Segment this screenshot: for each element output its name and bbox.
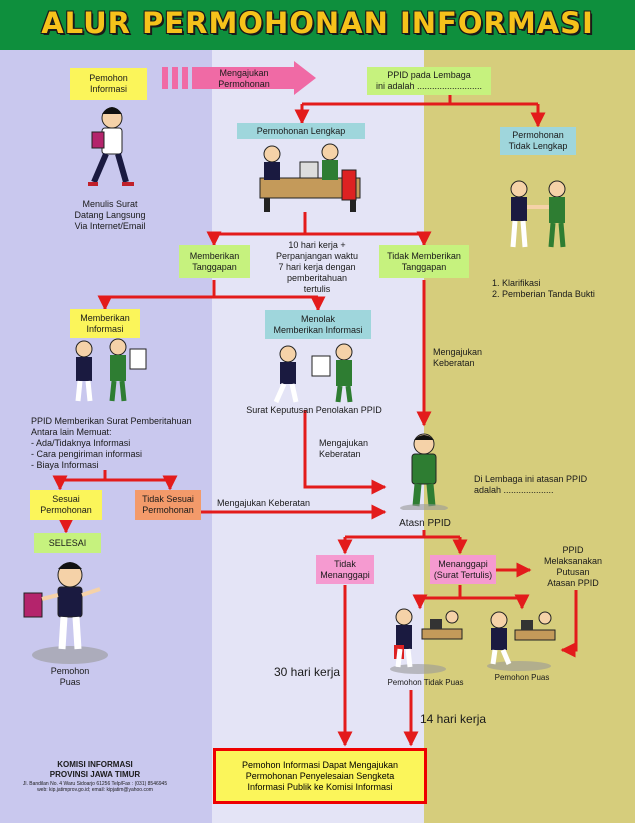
tidak-menanggapi-box: Tidak Menanggapi: [316, 555, 374, 584]
rejecting-icon: [273, 343, 353, 404]
header-bar: [0, 0, 635, 50]
permohonan-lengkap-box: Permohonan Lengkap: [237, 123, 365, 139]
mengajukan-keberatan-bottom-text: Mengajukan Keberatan: [217, 498, 311, 508]
right-column-bg: [424, 50, 635, 823]
unsatisfied-applicant-icon: [390, 608, 463, 674]
tidak-sesuai-permohonan-box: Tidak Sesuai Permohonan: [135, 490, 201, 520]
memberikan-tanggapan-box: Memberikan Tanggapan: [179, 245, 250, 278]
pemohon-tidak-puas-text: Pemohon Tidak Puas: [387, 678, 464, 687]
di-lembaga-text: Di Lembaga ini atasan PPID adalah ......…: [474, 474, 588, 495]
selesai-box: SELESAI: [34, 533, 101, 553]
hari-14-text: 14 hari kerja: [420, 712, 487, 726]
pemohon-puas-left-text: Pemohon Puas: [50, 666, 90, 687]
final-step-box: Pemohon Informasi Dapat Mengajukan Permo…: [213, 748, 427, 804]
mengajukan-keberatan-right-text: Mengajukan Keberatan: [433, 347, 483, 368]
giving-information-icon: [75, 338, 147, 402]
big-arrow-shape: [162, 61, 316, 95]
ppid-lembaga-box: PPID pada Lembaga ini adalah ...........…: [367, 67, 491, 95]
ppid-melaksanakan-text: PPID Melaksanakan Putusan Atasan PPID: [543, 545, 603, 588]
satisfied-applicant-icon: [23, 562, 108, 664]
waktu-text: 10 hari kerja + Perpanjangan waktu 7 har…: [275, 240, 359, 294]
klarifikasi-text: 1. Klarifikasi 2. Pemberian Tanda Bukti: [492, 278, 595, 299]
surat-keputusan-text: Surat Keputusan Penolakan PPID: [246, 405, 382, 415]
menolak-informasi-box: Menolak Memberikan Informasi: [265, 310, 371, 339]
permohonan-tidak-lengkap-box: Permohonan Tidak Lengkap: [500, 127, 576, 155]
sesuai-permohonan-box: Sesuai Permohonan: [30, 490, 102, 520]
satisfied-applicant-right-icon: [487, 611, 556, 671]
office-meeting-icon: [259, 143, 361, 212]
menanggapi-box: Menanggapi (Surat Tertulis): [430, 555, 496, 584]
komisi-title: KOMISI INFORMASI PROVINSI JAWA TIMUR: [49, 760, 141, 779]
memberikan-informasi-box: Memberikan Informasi: [70, 309, 140, 338]
person-writing-icon: [88, 107, 134, 186]
mengajukan-permohonan-label: Mengajukan Permohonan: [218, 68, 270, 89]
mengajukan-keberatan-mid-text: Mengajukan Keberatan: [319, 438, 369, 459]
pemohon-puas-right-text: Pemohon Puas: [494, 673, 550, 682]
hari-30-text: 30 hari kerja: [274, 665, 341, 679]
pemohon-informasi-box: Pemohon Informasi: [70, 68, 147, 100]
tidak-memberikan-tanggapan-box: Tidak Memberikan Tanggapan: [379, 245, 469, 278]
atasan-ppid-icon: [400, 433, 448, 510]
ppid-memberikan-text: PPID Memberikan Surat Pemberitahuan Anta…: [31, 416, 192, 470]
page-title: ALUR PERMOHONAN INFORMASI: [41, 6, 594, 40]
menulis-surat-text: Menulis Surat Datang Langsung Via Intern…: [74, 199, 146, 231]
komisi-address: Jl. Bandilan No. 4 Waru Sidoarjo 61256 T…: [22, 781, 168, 793]
handshake-icon: [510, 180, 566, 248]
left-column-bg: [0, 50, 212, 823]
atasan-ppid-text: Atasn PPID: [399, 518, 451, 529]
